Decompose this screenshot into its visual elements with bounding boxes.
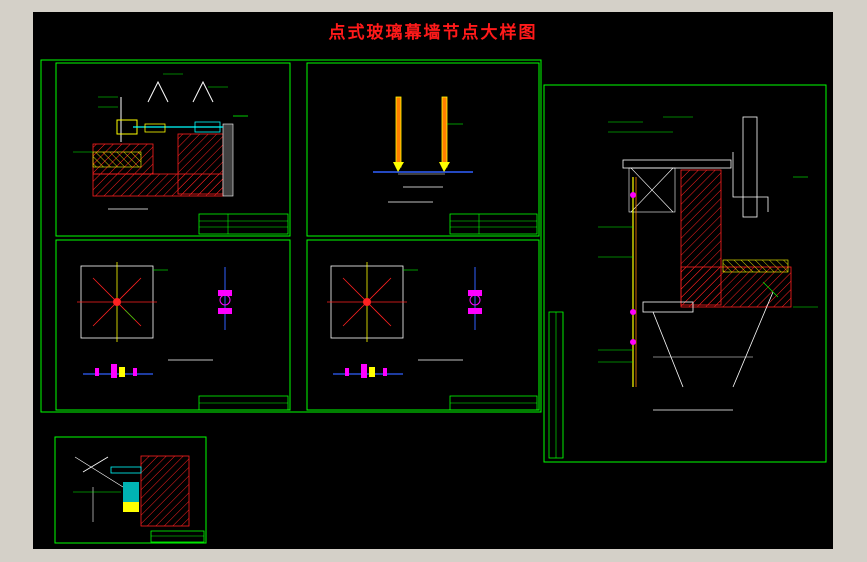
sheet-canopy-node[interactable] — [55, 62, 291, 237]
sheet-base-connection[interactable] — [54, 436, 207, 544]
drawing-title: 点式玻璃幕墙节点大样图 — [328, 23, 538, 43]
drawing-canvas — [40, 59, 827, 544]
sheet-spider-plan-b[interactable] — [306, 239, 540, 411]
cad-viewport[interactable]: 点式玻璃幕墙节点大样图 — [33, 12, 833, 549]
sheet-spider-plan-a[interactable] — [55, 239, 291, 411]
sheet-glass-wall-section[interactable] — [543, 84, 827, 463]
sheet-vertical-rod[interactable] — [306, 62, 540, 237]
outer-frame-left — [40, 59, 542, 413]
